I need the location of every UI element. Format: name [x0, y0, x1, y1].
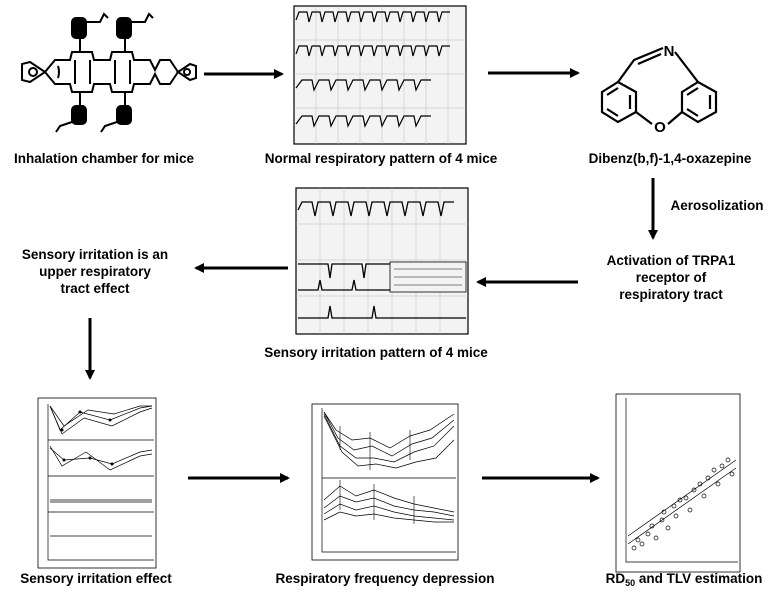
label-sensory-upper: Sensory irritation is an upper respirato…: [2, 246, 188, 297]
label-sensory-upper-line2: upper respiratory: [39, 264, 151, 279]
label-trpa1-line1: Activation of TRPA1: [606, 253, 736, 268]
label-rd50-main: RD: [605, 571, 626, 586]
label-rd50-sub: 50: [625, 578, 636, 588]
normal-respiratory-trace-icon: [293, 5, 467, 145]
label-trpa1-line3: respiratory tract: [619, 287, 723, 302]
label-aerosolization: Aerosolization: [670, 198, 764, 213]
sensory-effect-chart-icon: [37, 397, 157, 569]
molecule-structure-icon: [600, 46, 718, 125]
label-sensory-upper-line1: Sensory irritation is an: [21, 247, 169, 262]
sensory-irritation-trace-icon: [295, 187, 469, 335]
oxygen-atom: O: [654, 119, 666, 136]
label-sensory-upper-line3: tract effect: [60, 281, 130, 296]
label-trpa1-line2: receptor of: [635, 270, 707, 285]
label-rd50-rest: and TLV estimation: [635, 571, 763, 586]
label-sensory-effect: Sensory irritation effect: [20, 571, 172, 586]
label-inhalation-chamber: Inhalation chamber for mice: [13, 151, 195, 166]
rd50-scatter-plot-icon: [615, 393, 741, 573]
label-normal-pattern: Normal respiratory pattern of 4 mice: [264, 151, 498, 166]
inhalation-chamber-icon: [21, 12, 197, 133]
label-resp-depression: Respiratory frequency depression: [275, 571, 495, 586]
respiratory-depression-chart-icon: [311, 403, 459, 561]
label-sensory-pattern: Sensory irritation pattern of 4 mice: [264, 345, 488, 360]
label-rd50: RD50 and TLV estimation: [594, 570, 774, 592]
label-trpa1: Activation of TRPA1 receptor of respirat…: [576, 252, 766, 303]
nitrogen-atom: N: [664, 43, 675, 60]
label-compound: Dibenz(b,f)-1,4-oxazepine: [588, 151, 752, 166]
